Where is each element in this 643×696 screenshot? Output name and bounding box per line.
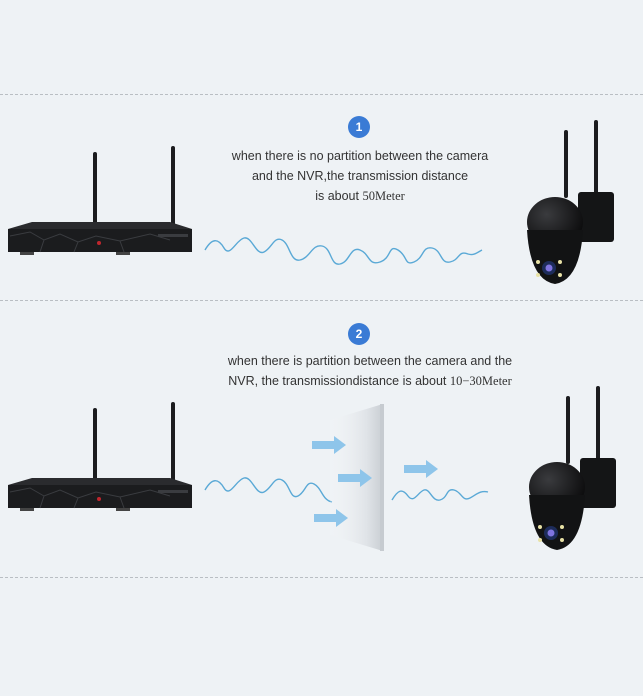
nvr-body — [8, 485, 192, 508]
nvr-status-led — [97, 497, 101, 501]
divider-top — [0, 94, 643, 95]
ptz-camera-2 — [529, 386, 616, 550]
nvr-body — [8, 229, 192, 252]
section1-line2: and the NVR,the transmission distance — [251, 169, 469, 183]
nvr-antenna-right — [171, 402, 175, 484]
signal-wave-2-right — [391, 489, 489, 501]
step-badge-1: 1 — [348, 116, 370, 138]
camera-mount — [578, 192, 614, 242]
section2-line1: when there is partition between the came… — [227, 354, 513, 368]
section2-distance-value: 10−30Meter — [449, 374, 512, 388]
blocked-signal-arrows — [312, 436, 438, 527]
step-badge-2: 2 — [348, 323, 370, 345]
signal-wave-2-left — [204, 477, 333, 503]
section1-distance-value: 50Meter — [362, 189, 405, 203]
camera-antenna-left — [564, 130, 568, 198]
nvr-antenna-left — [93, 408, 97, 484]
nvr-recorder-2 — [8, 402, 192, 511]
section1-caption: when there is no partition between the c… — [200, 146, 520, 206]
nvr-status-led — [97, 241, 101, 245]
signal-wave-1 — [204, 237, 483, 265]
section2-line2: NVR, the transmissiondistance is about 1… — [190, 371, 550, 391]
section1-line3: is about 50Meter — [200, 186, 520, 206]
camera-antenna-left — [566, 396, 570, 464]
nvr-antenna-left — [93, 152, 97, 228]
camera-antenna-right — [594, 120, 598, 196]
divider-middle — [0, 300, 643, 301]
nvr-recorder-1 — [8, 146, 192, 255]
section1-line3-prefix: is about — [315, 189, 363, 203]
divider-bottom — [0, 577, 643, 578]
section1-line1: when there is no partition between the c… — [231, 149, 489, 163]
section2-line2-prefix: NVR, the transmissiondistance is about — [228, 374, 450, 388]
camera-mount — [580, 458, 616, 508]
camera-antenna-right — [596, 386, 600, 462]
section2-caption: when there is partition between the came… — [190, 351, 550, 391]
nvr-antenna-right — [171, 146, 175, 228]
ptz-camera-1 — [527, 120, 614, 284]
